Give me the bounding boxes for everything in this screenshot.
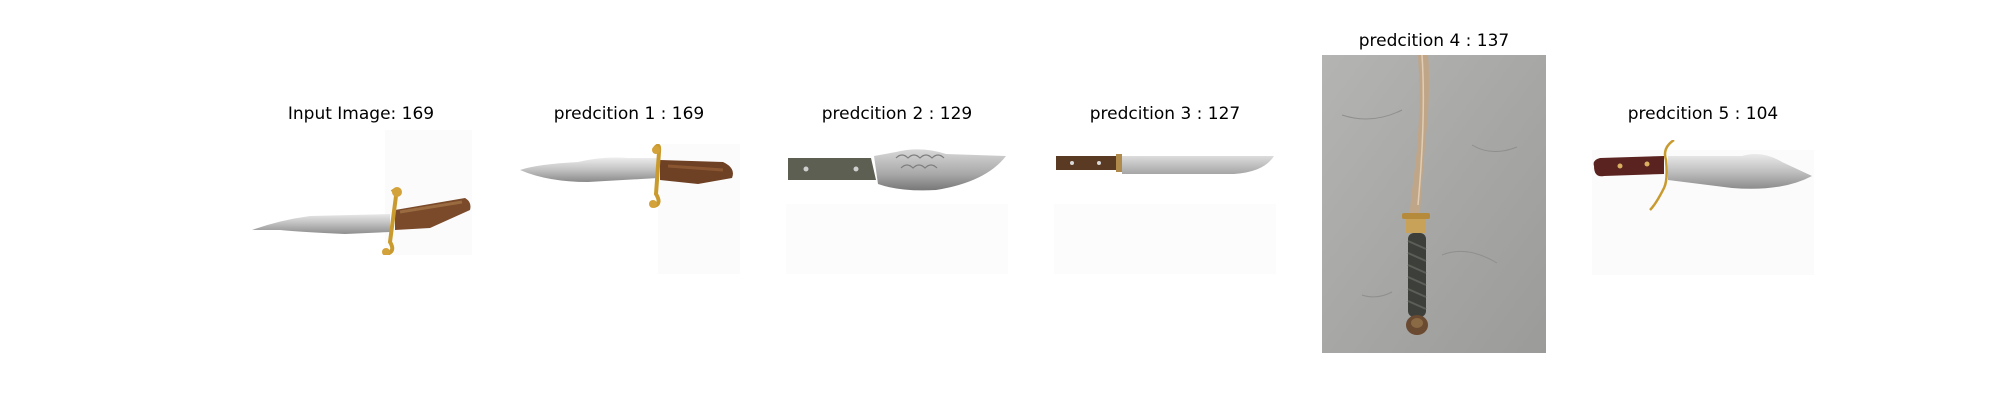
panel-prediction-3: predcition 3 : 127 xyxy=(1054,100,1276,280)
panel-title-prediction-2: predcition 2 : 129 xyxy=(821,104,973,124)
knife-image-input xyxy=(252,130,472,255)
panel-prediction-2: predcition 2 : 129 xyxy=(786,100,1008,280)
knife-image-prediction-5 xyxy=(1592,140,1814,275)
panel-prediction-1: predcition 1 : 169 xyxy=(518,100,740,280)
panel-prediction-4: predcition 4 : 137 xyxy=(1322,27,1546,357)
knife-image-prediction-2 xyxy=(786,149,1008,274)
panel-title-prediction-3: predcition 3 : 127 xyxy=(1089,104,1241,124)
panel-title-prediction-4: predcition 4 : 137 xyxy=(1358,31,1510,51)
knife-image-prediction-3 xyxy=(1054,154,1276,274)
panel-prediction-5: predcition 5 : 104 xyxy=(1592,100,1814,280)
panel-input: Input Image: 169 xyxy=(250,100,472,260)
panel-title-input: Input Image: 169 xyxy=(287,104,435,124)
sword-image-prediction-4 xyxy=(1322,55,1546,353)
panel-title-prediction-1: predcition 1 : 169 xyxy=(553,104,705,124)
knife-image-prediction-1 xyxy=(520,144,740,274)
panel-title-prediction-5: predcition 5 : 104 xyxy=(1627,104,1779,124)
